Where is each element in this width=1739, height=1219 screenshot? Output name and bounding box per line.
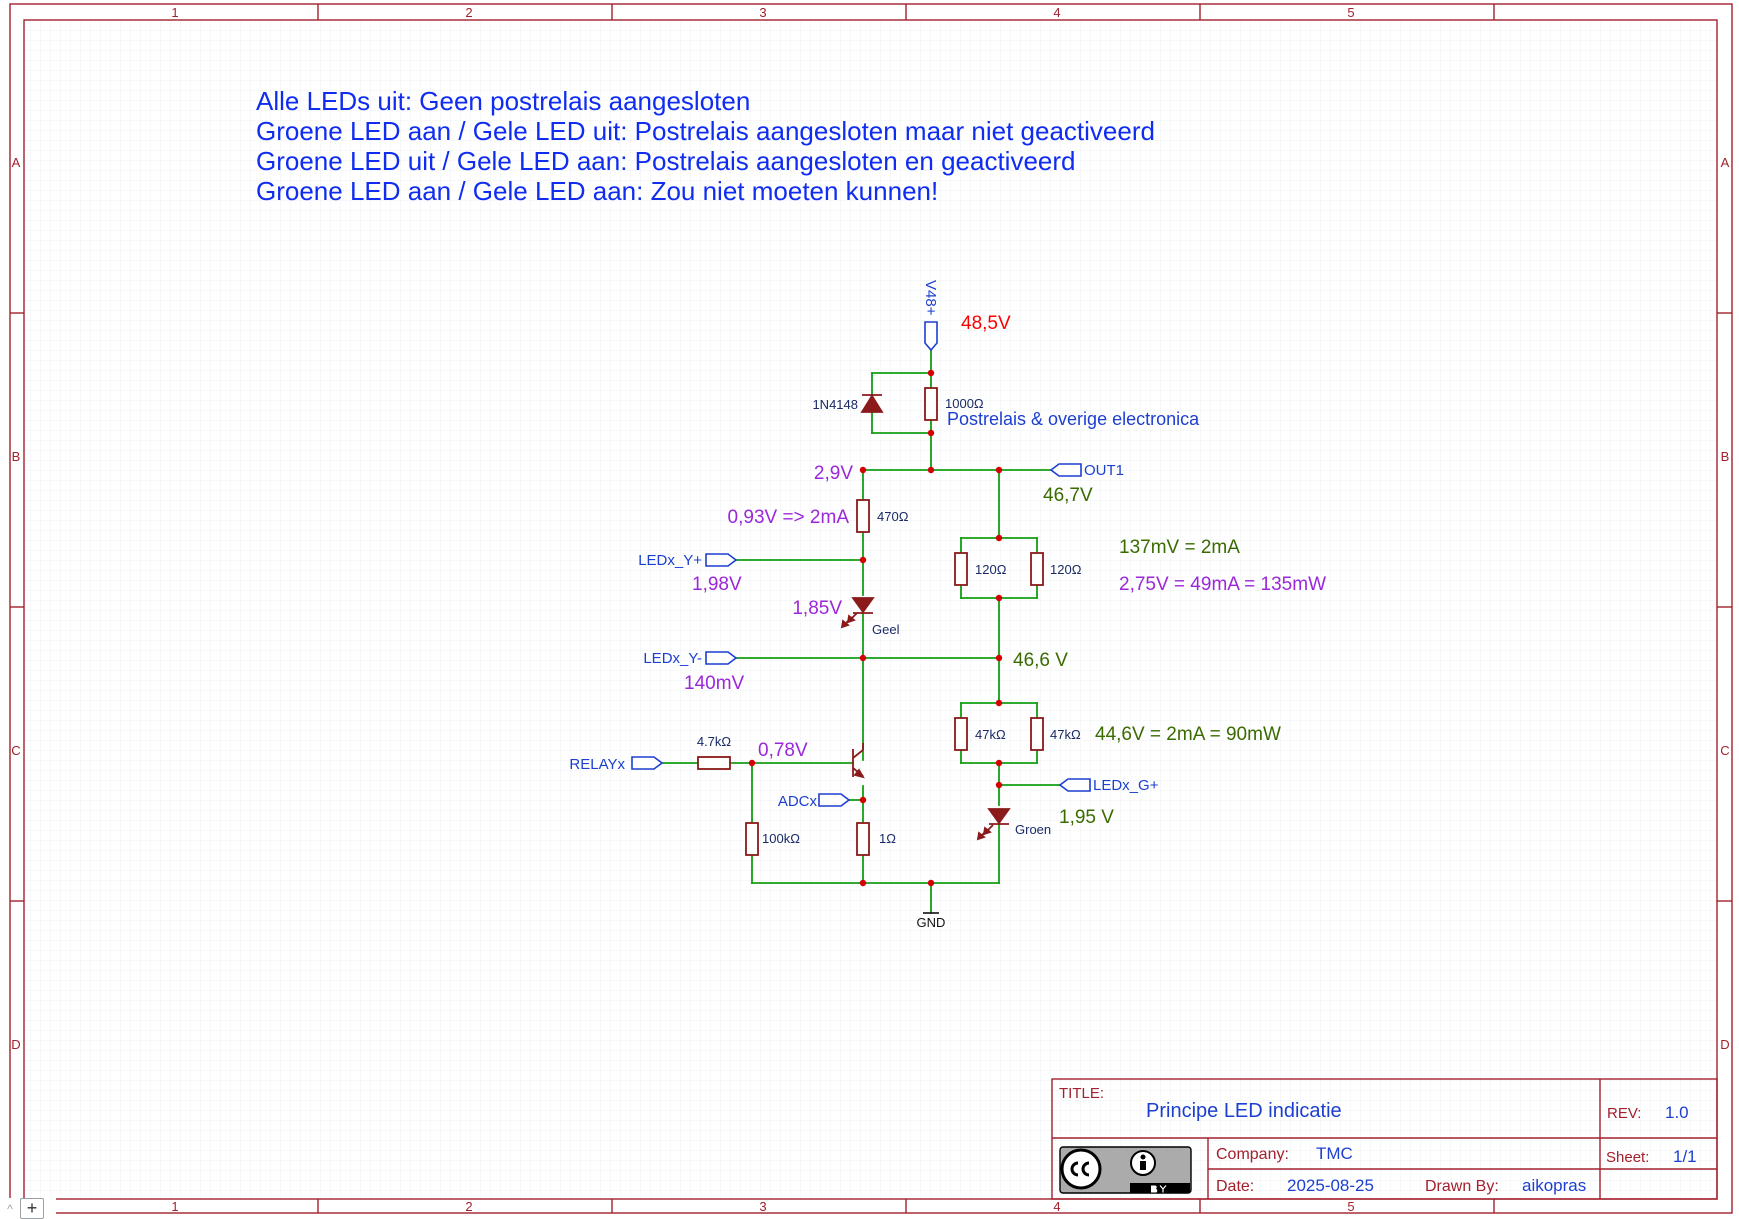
title-block <box>1051 1078 1718 1200</box>
port-ledx-g-plus-shape <box>1058 778 1091 792</box>
company-value: TMC <box>1316 1144 1353 1163</box>
resistor-4k7 <box>697 756 731 770</box>
resistor-1-ohm <box>856 822 870 856</box>
plus-icon[interactable]: + <box>20 1198 44 1219</box>
label-r100k: 100kΩ <box>762 831 800 846</box>
label-led-yellow: Geel <box>872 622 900 637</box>
frame-row-label: A <box>1721 155 1730 170</box>
label-r470: 470Ω <box>877 509 909 524</box>
canvas-controls: ^ + <box>0 1198 56 1219</box>
npn-transistor <box>852 743 865 779</box>
date-label: Date: <box>1216 1178 1254 1195</box>
diode-1n4148 <box>860 394 884 413</box>
label-r47kb: 47kΩ <box>1050 727 1081 742</box>
note-r120-power: 2,75V = 49mA = 135mW <box>1119 574 1326 595</box>
frame-row-label: B <box>12 449 21 464</box>
port-out1-shape <box>1049 463 1082 477</box>
port-adcx-shape <box>818 793 851 807</box>
label-r4k7: 4.7kΩ <box>697 734 732 749</box>
port-ledx-y-plus-label: LEDx_Y+ <box>638 552 702 569</box>
frame-row-label: C <box>11 743 20 758</box>
note-line: Groene LED uit / Gele LED aan: Postrelai… <box>256 146 1076 176</box>
resistor-470-ohm <box>856 499 870 533</box>
note-base-voltage: 0,78V <box>758 740 808 761</box>
date-value: 2025-08-25 <box>1287 1176 1374 1195</box>
port-ledx-y-minus-label: LEDx_Y- <box>643 650 702 667</box>
note-r470-current: 0,93V => 2mA <box>728 507 850 528</box>
resistor-47k-a <box>954 717 968 751</box>
note-led-yellow-drop: 1,85V <box>792 598 842 619</box>
led-yellow <box>840 597 875 629</box>
frame-col-label: 4 <box>1053 1199 1060 1214</box>
frame-row-label: D <box>11 1037 20 1052</box>
led-green <box>976 808 1011 841</box>
gnd-label: GND <box>917 915 946 930</box>
frame-row-label: C <box>1720 743 1729 758</box>
frame-col-label: 2 <box>465 5 472 20</box>
frame-row-label: A <box>12 155 21 170</box>
label-led-green: Groen <box>1015 822 1051 837</box>
resistor-100k <box>745 822 759 856</box>
company-label: Company: <box>1216 1146 1289 1163</box>
note-postrelais: Postrelais & overige electronica <box>947 409 1200 429</box>
label-r120a: 120Ω <box>975 562 1007 577</box>
note-v48-voltage: 48,5V <box>961 313 1011 334</box>
cc-by-badge-icon <box>1059 1146 1192 1194</box>
port-ledx-y-plus-shape <box>705 553 738 567</box>
port-v48-shape <box>924 321 938 352</box>
resistor-1000-ohm <box>924 387 938 421</box>
sheet-frame <box>9 3 1733 1214</box>
resistor-120-ohm-a <box>954 552 968 586</box>
resistors <box>697 387 1044 856</box>
port-out1-label: OUT1 <box>1084 462 1124 479</box>
note-y-plus-voltage: 1,98V <box>692 574 742 595</box>
sheet-value: 1/1 <box>1673 1147 1697 1166</box>
note-line: Alle LEDs uit: Geen postrelais aangeslot… <box>256 86 750 116</box>
resistor-47k-b <box>1030 717 1044 751</box>
note-r120-current: 137mV = 2mA <box>1119 537 1240 558</box>
note-node-46-6: 46,6 V <box>1013 650 1068 671</box>
wires <box>661 349 1061 914</box>
port-ledx-y-minus-shape <box>705 651 738 665</box>
chevron-up-icon[interactable]: ^ <box>7 1201 13 1216</box>
frame-col-label: 4 <box>1053 5 1060 20</box>
frame-col-label: 3 <box>759 1199 766 1214</box>
junctions <box>748 369 1003 887</box>
title-label: TITLE: <box>1059 1085 1104 1102</box>
frame-col-label: 2 <box>465 1199 472 1214</box>
drawn-by-label: Drawn By: <box>1425 1178 1499 1195</box>
resistor-120-ohm-b <box>1030 552 1044 586</box>
port-ledx-g-plus-label: LEDx_G+ <box>1093 777 1159 794</box>
note-y-minus-voltage: 140mV <box>684 673 745 694</box>
note-line: Groene LED aan / Gele LED uit: Postrelai… <box>256 116 1155 146</box>
note-r47k-power: 44,6V = 2mA = 90mW <box>1095 724 1281 745</box>
port-relayx-shape <box>631 756 664 770</box>
label-r120b: 120Ω <box>1050 562 1082 577</box>
frame-row-label: B <box>1721 449 1730 464</box>
sheet-label: Sheet: <box>1606 1149 1649 1166</box>
frame-col-label: 5 <box>1347 1199 1354 1214</box>
note-2-9v: 2,9V <box>814 463 853 484</box>
frame-col-label: 1 <box>171 1199 178 1214</box>
frame-col-label: 1 <box>171 5 178 20</box>
label-r1000: 1000Ω <box>945 396 984 411</box>
frame-col-label: 3 <box>759 5 766 20</box>
port-relayx-label: RELAYx <box>569 756 625 773</box>
note-out1-voltage: 46,7V <box>1043 485 1093 506</box>
label-diode: 1N4148 <box>812 397 858 412</box>
sheet-title: Principe LED indicatie <box>1146 1100 1342 1122</box>
drawn-by-value: aikopras <box>1522 1176 1586 1195</box>
note-line: Groene LED aan / Gele LED aan: Zou niet … <box>256 176 938 206</box>
rev-label: REV: <box>1607 1105 1641 1122</box>
frame-col-label: 5 <box>1347 5 1354 20</box>
port-v48-label: V48+ <box>922 280 939 316</box>
note-led-green-drop: 1,95 V <box>1059 807 1114 828</box>
rev-value: 1.0 <box>1665 1103 1689 1122</box>
ports <box>631 321 1091 807</box>
label-r47ka: 47kΩ <box>975 727 1006 742</box>
frame-row-label: D <box>1720 1037 1729 1052</box>
port-adcx-label: ADCx <box>778 793 818 810</box>
label-r1: 1Ω <box>879 831 896 846</box>
